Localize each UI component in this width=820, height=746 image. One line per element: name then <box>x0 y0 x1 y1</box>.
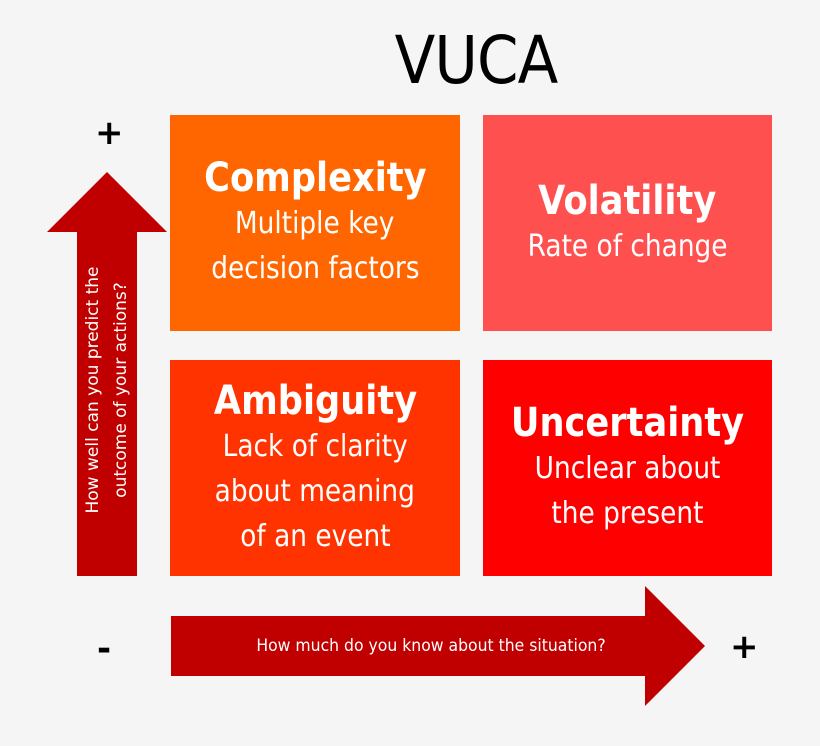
quadrant-description: Unclear about <box>534 451 721 486</box>
quadrant-uncertainty: Uncertainty Unclear about the present <box>483 360 772 576</box>
quadrant-description: decision factors <box>210 251 420 286</box>
y-axis-label-line-2: outcome of your actions? <box>111 282 131 498</box>
quadrant-volatility: Volatility Rate of change <box>483 115 772 331</box>
y-axis-label: How well can you predict the outcome of … <box>79 220 135 560</box>
quadrant-heading: Volatility <box>538 177 717 224</box>
quadrant-heading: Uncertainty <box>510 400 745 446</box>
quadrant-complexity: Complexity Multiple key decision factors <box>170 115 460 331</box>
quadrant-description: about meaning <box>214 473 416 509</box>
x-axis-minus-symbol: - <box>97 629 112 669</box>
y-axis-plus-symbol: + <box>95 113 124 153</box>
quadrant-description: Lack of clarity <box>222 428 408 464</box>
quadrant-heading: Complexity <box>203 155 427 201</box>
y-axis-arrow <box>47 172 167 576</box>
x-axis-plus-symbol: + <box>730 627 759 667</box>
quadrant-ambiguity: Ambiguity Lack of clarity about meaning … <box>170 360 460 576</box>
x-axis-label: How much do you know about the situation… <box>256 636 606 656</box>
quadrant-heading: Ambiguity <box>213 377 417 424</box>
x-axis-arrow <box>171 586 705 706</box>
y-axis-label-line-1: How well can you predict the <box>83 266 103 514</box>
quadrant-description: Rate of change <box>527 228 728 264</box>
quadrant-description: of an event <box>239 518 391 554</box>
quadrant-description: Multiple key <box>235 206 395 241</box>
quadrant-description: the present <box>551 496 704 531</box>
diagram-title: VUCA <box>394 22 559 99</box>
